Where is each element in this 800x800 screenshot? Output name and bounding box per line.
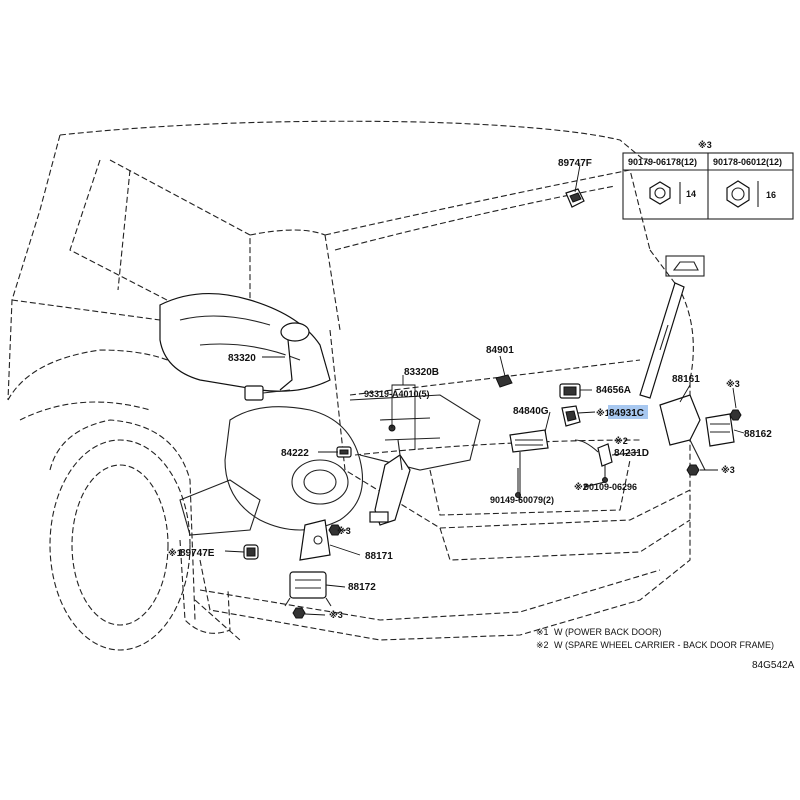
label-93319[interactable]: 93319-A4010(5) — [364, 389, 430, 399]
label-88172[interactable]: 88172 — [348, 582, 376, 593]
label-84222[interactable]: 84222 — [281, 448, 309, 459]
diagram-reference-code: 84G542A — [752, 660, 795, 671]
part-84840G-switch-panel[interactable] — [509, 429, 549, 500]
part-89747E-sensor[interactable] — [243, 544, 259, 560]
note-2-text: W (SPARE WHEEL CARRIER - BACK DOOR FRAME… — [554, 640, 774, 650]
label-84231D[interactable]: 84231D — [614, 448, 649, 459]
nut-table: ※3 90179-06178(12) 90178-06012(12) 14 16 — [622, 140, 794, 220]
label-84931C[interactable]: 84931C — [609, 408, 644, 419]
note-2-mark: ※2 — [536, 640, 549, 650]
nut-size-16: 16 — [766, 190, 776, 200]
part-84656A-switch[interactable] — [559, 383, 581, 399]
part-89747F-sensor[interactable] — [565, 188, 585, 208]
nut-icons — [292, 409, 742, 619]
mark-90109: ※2 — [574, 482, 588, 492]
back-door-icon — [665, 255, 705, 277]
rear-mechanism-assembly — [179, 394, 481, 536]
part-88171-bracket[interactable] — [299, 519, 331, 561]
mark-88161-nut: ※3 — [726, 379, 740, 389]
part-84931C-switch[interactable] — [561, 405, 581, 427]
mark-84931C: ※1 — [596, 408, 610, 418]
nut-table-mark: ※3 — [698, 140, 712, 150]
label-88171[interactable]: 88171 — [365, 551, 393, 562]
label-90109[interactable]: 90109-06296 — [584, 482, 637, 492]
mark-88162-nut: ※3 — [721, 465, 735, 475]
nut-size-14: 14 — [686, 189, 696, 199]
part-88172-motor[interactable] — [284, 571, 332, 607]
label-84840G[interactable]: 84840G — [513, 406, 549, 417]
leader-lines — [224, 164, 745, 616]
part-84231D-switch[interactable] — [574, 439, 613, 467]
nut-16-icon — [726, 180, 750, 208]
part-88162-controller[interactable] — [705, 413, 735, 447]
part-88161-unit[interactable] — [659, 394, 706, 471]
part-84222-switch[interactable] — [336, 446, 352, 458]
part-83320B-harness[interactable] — [369, 439, 411, 526]
label-84656A[interactable]: 84656A — [596, 385, 631, 396]
part-labels: 89747F 83320 83320B 93319-A4010(5) 84901… — [168, 158, 772, 620]
mark-84231D: ※2 — [614, 436, 628, 446]
part-84901-switch[interactable] — [495, 374, 513, 388]
highlight-84931C — [608, 405, 648, 419]
label-88162[interactable]: 88162 — [744, 429, 772, 440]
label-89747E[interactable]: 89747E — [180, 548, 215, 559]
vehicle-body-outline — [7, 120, 694, 651]
nut-14-icon — [649, 181, 671, 205]
screws — [515, 465, 608, 498]
label-89747F[interactable]: 89747F — [558, 158, 592, 169]
label-88161[interactable]: 88161 — [672, 374, 700, 385]
back-door-stay[interactable] — [639, 282, 685, 399]
label-84901[interactable]: 84901 — [486, 345, 514, 356]
mark-88172-nut: ※3 — [329, 610, 343, 620]
label-90149[interactable]: 90149-60079(2) — [490, 495, 554, 505]
mark-89747E: ※1 — [168, 548, 182, 558]
label-83320B[interactable]: 83320B — [404, 367, 439, 378]
mark-88171-nut: ※3 — [337, 526, 351, 536]
part-83320-assembly[interactable] — [159, 293, 331, 401]
note-1-text: W (POWER BACK DOOR) — [554, 627, 662, 637]
label-83320[interactable]: 83320 — [228, 353, 256, 364]
nut-table-col2: 90178-06012(12) — [713, 157, 782, 167]
nut-table-col1: 90179-06178(12) — [628, 157, 697, 167]
note-1-mark: ※1 — [536, 627, 549, 637]
footnotes: ※1 W (POWER BACK DOOR) ※2 W (SPARE WHEEL… — [536, 627, 795, 671]
